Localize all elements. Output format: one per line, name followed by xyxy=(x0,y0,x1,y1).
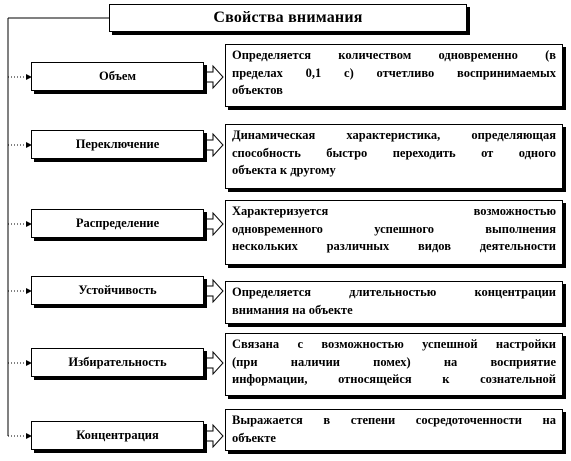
description-line: Определяется количеством одновременно (в xyxy=(232,48,556,62)
property-switching: Переключение xyxy=(31,130,204,159)
description-stability: Определяется длительностью концентрации … xyxy=(225,281,563,324)
description-line: объектов xyxy=(232,83,283,97)
block-arrow-3 xyxy=(203,278,224,304)
description-line: Выражается в степени сосредоточенности н… xyxy=(232,413,556,427)
description-line: Динамическая характеристика, определяюща… xyxy=(232,128,556,142)
description-line: Связана с возможностью успешной настройк… xyxy=(232,337,556,351)
description-line: объекта к другому xyxy=(232,163,336,177)
description-line: одновременного успешного выполнения xyxy=(232,221,556,236)
block-arrow-2 xyxy=(203,211,224,237)
description-line: нескольких различных видов деятельности xyxy=(232,239,556,253)
description-line: объекте xyxy=(232,430,276,445)
block-arrow-5 xyxy=(203,423,224,449)
description-line: Характеризуется возможностью xyxy=(232,204,556,218)
property-volume: Объем xyxy=(31,62,204,91)
diagram-title: Свойства внимания xyxy=(109,4,467,32)
description-line: внимания на объекте xyxy=(232,302,353,317)
property-concentration: Концентрация xyxy=(31,421,204,450)
description-volume: Определяется количеством одновременно (в… xyxy=(225,44,563,107)
property-distribution: Распределение xyxy=(31,209,204,238)
description-switching: Динамическая характеристика, определяюща… xyxy=(225,124,563,189)
block-arrow-0 xyxy=(203,64,224,90)
description-line: пределах 0,1 с) отчетливо воспринимаемых xyxy=(232,65,556,80)
block-arrow-4 xyxy=(203,350,224,376)
block-arrow-1 xyxy=(203,132,224,158)
description-line: Определяется длительностью концентрации xyxy=(232,285,556,299)
description-line: (при наличии помех) на восприятие xyxy=(232,354,556,369)
description-line: информации, относящейся к сознательной xyxy=(232,372,556,386)
description-line: способность быстро переходить от одного xyxy=(232,145,556,160)
description-concentration: Выражается в степени сосредоточенности н… xyxy=(225,409,563,451)
description-distribution: Характеризуется возможностью одновременн… xyxy=(225,200,563,265)
description-selectivity: Связана с возможностью успешной настройк… xyxy=(225,333,563,396)
property-selectivity: Избирательность xyxy=(31,348,204,377)
property-stability: Устойчивость xyxy=(31,276,204,305)
